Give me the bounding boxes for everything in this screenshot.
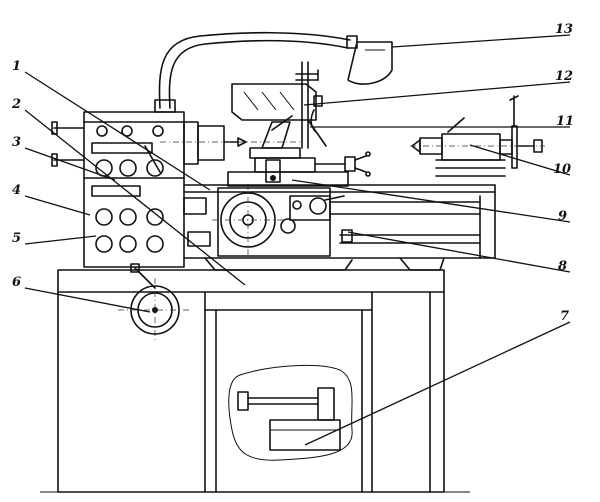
callout-label-5: 5 (12, 231, 21, 246)
work-lamp (154, 31, 393, 113)
carriage-and-toolpost (227, 115, 371, 187)
leader-lines (24, 34, 571, 446)
apron (212, 184, 353, 258)
leader-10 (469, 144, 571, 176)
callout-label-2: 2 (11, 97, 21, 112)
leader-6 (24, 287, 151, 313)
callout-label-9: 9 (558, 209, 567, 224)
motor-compartment (228, 364, 353, 461)
leader-8 (347, 231, 571, 273)
leader-4 (24, 195, 91, 216)
feed-handwheel (118, 263, 192, 340)
callout-label-10: 10 (553, 162, 571, 177)
callout-label-4: 4 (12, 183, 21, 198)
leader-5 (24, 235, 97, 245)
leader-2 (24, 109, 246, 286)
leader-3 (24, 147, 116, 181)
callout-label-13: 13 (555, 22, 573, 37)
leader-1 (24, 71, 211, 191)
callout-label-7: 7 (560, 309, 569, 324)
leader-13 (391, 34, 571, 48)
callout-label-11: 11 (556, 114, 574, 129)
callout-label-12: 12 (555, 69, 573, 84)
tailstock (410, 95, 545, 177)
callout-label-3: 3 (12, 135, 21, 150)
leader-7 (304, 321, 571, 446)
protective-shield (231, 61, 327, 149)
leader-9 (291, 179, 571, 223)
callout-label-6: 6 (12, 275, 21, 290)
callout-label-1: 1 (12, 59, 21, 74)
callout-labels: 1 2 3 4 5 6 7 8 9 10 11 12 13 (11, 22, 574, 324)
headstock (51, 111, 300, 268)
callout-label-8: 8 (558, 259, 567, 274)
leader-12 (303, 81, 571, 106)
